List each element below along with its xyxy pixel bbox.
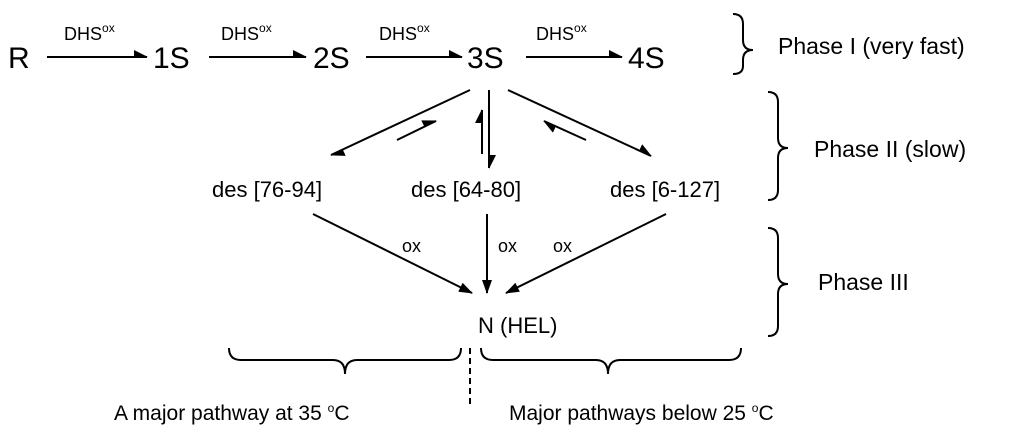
arrow-des-6-127-to-n bbox=[505, 213, 667, 294]
node-native-hel: N (HEL) bbox=[478, 313, 557, 338]
arrow-label-ox-center: ox bbox=[498, 236, 517, 256]
phase1-label: Phase I (very fast) bbox=[778, 33, 965, 59]
arrow-label-dhs-3: DHSox bbox=[379, 21, 430, 44]
arrow-3s-to-des-76-94 bbox=[330, 89, 471, 156]
phase3-brace bbox=[767, 227, 789, 337]
node-des-76-94: des [76-94] bbox=[212, 177, 322, 202]
node-4s: 4S bbox=[628, 42, 665, 75]
arrow-label-dhs-1: DHSox bbox=[64, 21, 115, 44]
arrow-label-ox-right: ox bbox=[553, 236, 572, 256]
node-r: R bbox=[8, 42, 30, 75]
footer-left-label: A major pathway at 35 oC bbox=[114, 401, 349, 425]
node-des-64-80: des [64-80] bbox=[411, 177, 521, 202]
arrow-label-dhs-4: DHSox bbox=[536, 21, 587, 44]
phase3-label: Phase III bbox=[818, 269, 909, 295]
arrow-des-6-127-to-3s bbox=[543, 120, 587, 141]
node-1s: 1S bbox=[153, 42, 190, 75]
node-des-6-127: des [6-127] bbox=[610, 177, 720, 202]
node-2s: 2S bbox=[313, 42, 350, 75]
phase2-label: Phase II (slow) bbox=[814, 136, 966, 162]
arrow-des-76-94-to-3s bbox=[396, 120, 437, 141]
arrow-des-76-94-to-n bbox=[312, 213, 473, 294]
bottom-brace-right bbox=[480, 347, 742, 375]
phase2-brace bbox=[767, 91, 789, 201]
arrow-label-dhs-2: DHSox bbox=[221, 21, 272, 44]
arrow-label-ox-left: ox bbox=[402, 236, 421, 256]
bottom-brace-left bbox=[228, 347, 462, 375]
footer-right-label: Major pathways below 25 oC bbox=[509, 401, 774, 425]
phase1-brace bbox=[732, 13, 754, 75]
arrow-3s-to-des-6-127 bbox=[507, 89, 652, 157]
node-3s: 3S bbox=[467, 42, 504, 75]
